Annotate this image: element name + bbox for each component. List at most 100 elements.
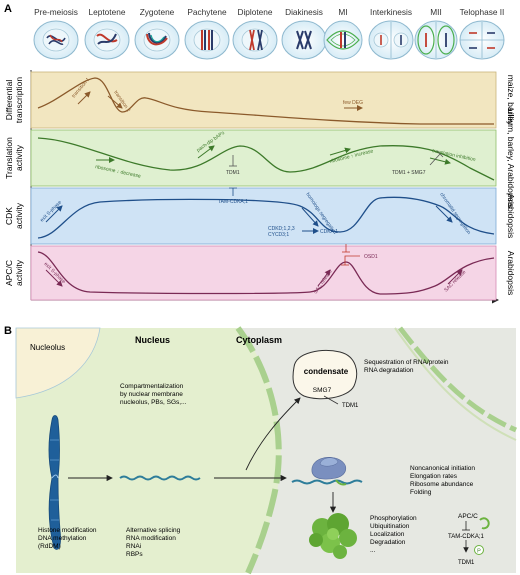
nascent-peptide [335,479,347,486]
row-cdk-activity: CDK activity Arabidopsis exit S-phase TA… [4,187,516,245]
histone-line2: DNA methylation [38,535,87,542]
chromosome-icon [48,415,61,550]
row-4-arrow-3 [447,269,463,285]
ptm-line1: Phosphorylation [370,515,417,522]
cytoplasm-label: Cytoplasm [236,335,282,345]
row-4-arrow-2 [317,269,331,287]
translation-line1: Noncanonical initiation [410,465,475,472]
row-3-background [30,187,497,245]
histone-line1: Histone modification [38,527,97,534]
row-1-arrow-2 [107,95,123,109]
panel-b-label: B [4,325,12,337]
compartment-line3: nucleolus, PBs, SGs,... [120,399,187,406]
ptm-line2: Ubiquitination [370,523,410,530]
condensate: condensate SMG7 TDM1 [292,350,359,409]
stage-label-zygotene: Zygotene [140,7,175,17]
row-1-few-deg: few DEG [343,100,363,106]
condensate-blob [292,350,358,400]
row-apcc-activity: APC/C activity Arabidopsis exit S-phase … [4,244,516,301]
histone-line3: (RdDM) [38,543,61,550]
apcc-icon [479,517,490,530]
row-2-label-line2: activity [14,144,24,171]
row-4-species: Arabidopsis [506,251,516,295]
row-1-species: maize, barley [506,75,516,126]
alt-line4: RBPs [126,551,143,558]
row-1-arrow-1 [77,91,91,105]
row-4-label-line1: APC/C [4,260,14,286]
ribosome-icon [311,457,347,480]
stage-label-interkinesis: Interkinesis [370,7,412,17]
row-4-curve [37,251,495,295]
stage-labels: Pre-meiosis Leptotene Zygotene Pachytene… [34,7,504,17]
row-2-arrow-2 [197,145,215,159]
row-4-osd1: OSD1 [364,254,378,260]
row-translation-activity: Translation activity Lillium, barley, Ar… [4,108,516,208]
panel-b-cell [15,326,517,575]
row-2-inhibit-2-line [429,153,441,166]
row-1-label-line1: Differential [4,80,14,121]
stage-label-diakinesis: Diakinesis [285,7,323,17]
translation-line4: Folding [410,489,432,496]
row-3-arrow-1 [45,205,63,223]
stage-label-pachytene: Pachytene [187,7,227,17]
condensate-link [323,395,339,405]
ptm-line4: Degradation [370,539,406,546]
row-3-arrow-3 [435,205,453,223]
row-3-arrow-2 [301,207,319,227]
translation-line3: Ribosome abundance [410,481,474,488]
row-4-arrow-1 [45,269,63,287]
phosphate-label: P [477,549,481,555]
nucleus-region [16,328,281,573]
condensate-smg7: SMG7 [313,387,332,394]
row-3-species: Arabidopsis [506,194,516,238]
cell-diakinesis [281,20,327,60]
to-condensate-arrow [245,397,301,471]
row-3-tam-cdka1: TAM-CDKA;1 [218,199,248,205]
row-2-tdm1: TDM1 [226,170,240,176]
row-2-label-line1: Translation [4,137,14,179]
sequestration-line1: Sequestration of RNA/protein [364,359,449,366]
nucleolus-label: Nucleolus [30,343,65,352]
alt-line2: RNA modification [126,535,176,542]
ptm-line5: ... [370,547,376,554]
apcc-label: APC/C [458,513,478,520]
stage-label-telophase-ii: Telophase II [460,7,505,17]
row-2-curve [37,137,495,181]
row-differential-transcription: Differential transcription maize, barley… [4,71,516,129]
protein-icon [309,513,357,559]
cell-mii [414,20,458,60]
nucleus-label: Nucleus [135,335,170,345]
organelle-membrane [398,326,517,433]
ptm-line3: Localization [370,531,405,538]
panel-a-label: A [4,3,12,15]
stage-label-mii: MII [430,7,442,17]
condensate-tdm1: TDM1 [342,403,359,409]
row-3-cdka1: CDKA;1 [320,229,338,235]
cell-zygotene [134,20,180,60]
nuclear-membrane [235,326,282,575]
cell-mi [323,20,363,60]
row-2-inhibit-2-bar [436,150,444,158]
row-2-background [30,129,497,187]
stage-label-pre-meiosis: Pre-meiosis [34,7,78,17]
alt-line3: RNAi [126,543,141,550]
row-3-cdkd: CDKD;1,2,3 [268,226,295,232]
cell-leptotene [84,20,130,60]
nuclear-mrna [119,475,201,481]
cell-telophase-ii [459,20,505,60]
row-3-cycd3: CYCD3;1 [268,232,289,238]
stage-label-diplotene: Diplotene [237,7,272,17]
tdm1-label: TDM1 [458,560,475,566]
cell-pachytene [184,20,230,60]
row-2-species: Lillium, barley, Arabidopsis [506,108,516,208]
sequestration-line2: RNA degradation [364,367,414,374]
cell-pre-meiosis [33,20,79,60]
row-1-label-line2: transcription [14,77,24,124]
stage-label-leptotene: Leptotene [89,7,126,17]
cytoplasmic-mrna [291,479,363,485]
translation-line2: Elongation rates [410,473,458,480]
cell-interkinesis [368,20,414,60]
row-4-label-line2: activity [14,259,24,286]
row-1-curve [37,77,494,125]
alt-line1: Alternative splicing [126,527,181,534]
